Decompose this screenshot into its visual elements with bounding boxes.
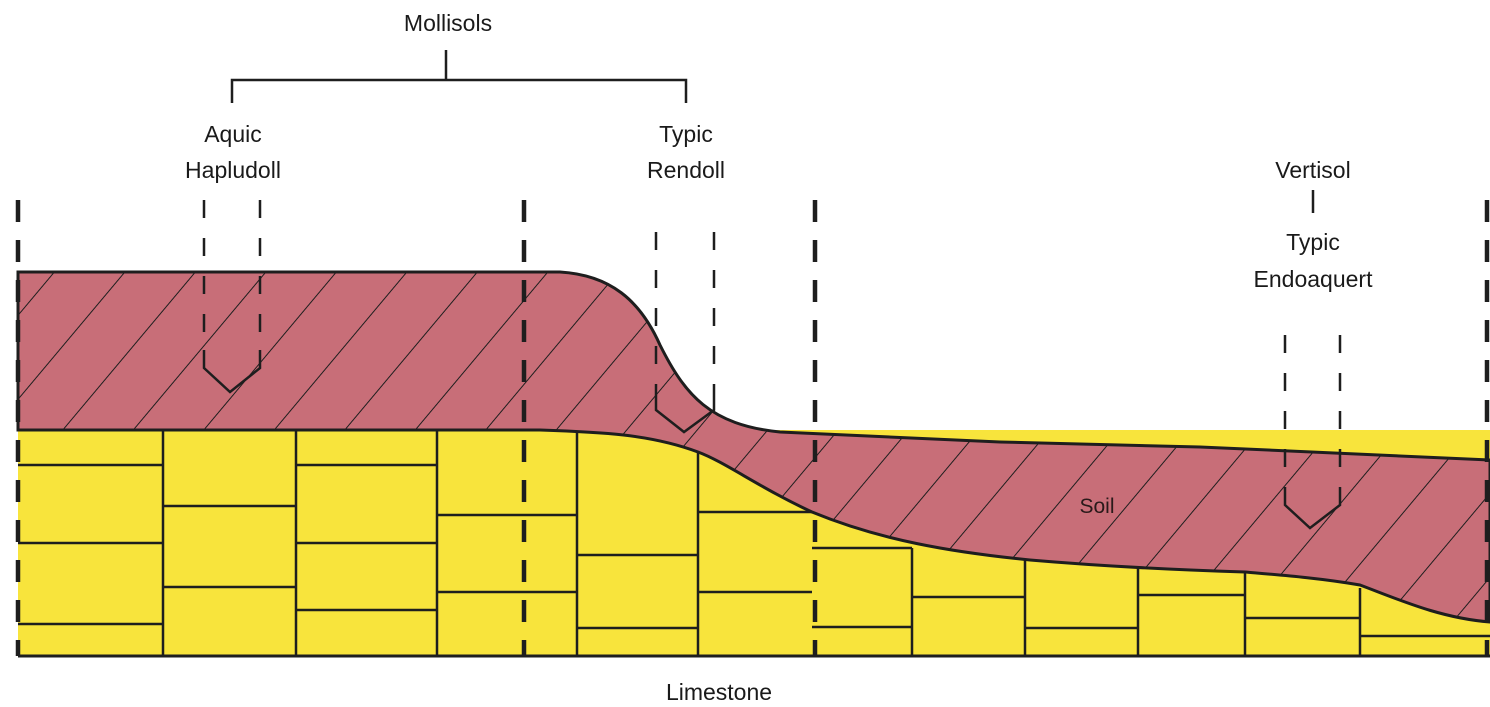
mollisols-bracket bbox=[232, 50, 686, 103]
hapludoll-label: Hapludoll bbox=[185, 157, 281, 183]
soil-label: Soil bbox=[1079, 495, 1114, 518]
typic-label-2: Typic bbox=[1286, 229, 1340, 255]
endoaquert-label: Endoaquert bbox=[1254, 266, 1374, 292]
mollisols-label: Mollisols bbox=[404, 10, 492, 36]
typic-label-1: Typic bbox=[659, 121, 713, 147]
rendoll-label: Rendoll bbox=[647, 157, 725, 183]
limestone-label: Limestone bbox=[666, 679, 772, 705]
aquic-label: Aquic bbox=[204, 121, 262, 147]
vertisol-label: Vertisol bbox=[1275, 157, 1350, 183]
